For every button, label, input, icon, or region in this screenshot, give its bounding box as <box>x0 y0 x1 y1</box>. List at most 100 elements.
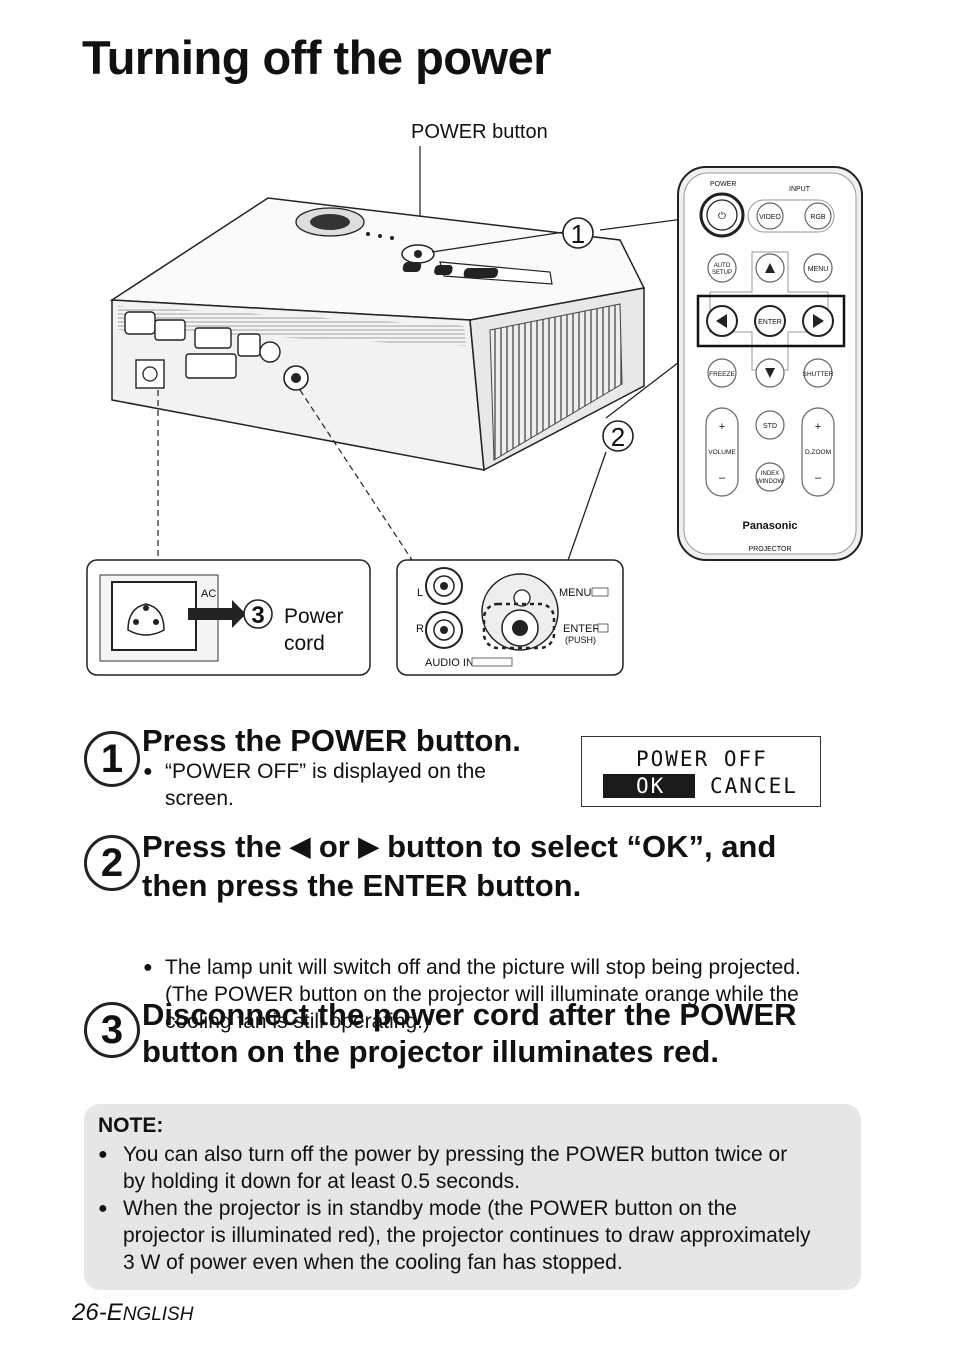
callout-3 <box>243 599 273 629</box>
down-arrow-icon <box>765 368 775 378</box>
note-item-2-line-2: projector is illuminated red), the proje… <box>123 1224 811 1247</box>
remote-index-window-button <box>755 462 785 492</box>
note-item-1: ● You can also turn off the power by pre… <box>98 1141 863 1195</box>
ac-inlet-inset: AC 3 Power cord <box>86 559 371 676</box>
remote-dzoom-rocker <box>801 407 835 497</box>
page-title: Turning off the power <box>82 31 552 84</box>
step-2-bullet-line-3: cooling fan is still operating.) <box>165 1010 430 1033</box>
svg-text:FREEZE: FREEZE <box>709 371 735 378</box>
callout-1 <box>562 217 594 249</box>
note-item-2-line-1: When the projector is in standby mode (t… <box>123 1197 737 1220</box>
remote-power-label: POWER <box>710 181 736 188</box>
remote-shutter-button <box>803 358 833 388</box>
projector-illustration <box>109 197 646 472</box>
illustration: POWER button <box>86 121 863 676</box>
osd-ok-option[interactable]: OK <box>603 774 695 798</box>
svg-text:ENTER: ENTER <box>758 319 782 326</box>
step-3-number: 3 <box>84 1002 140 1058</box>
language-initial: E <box>106 1299 123 1326</box>
enter-label: ENTER <box>563 623 600 635</box>
svg-text:VOLUME: VOLUME <box>708 449 736 456</box>
power-cord-label-2: cord <box>284 632 325 655</box>
remote-control: POWER INPUT ⏻ VIDEO RGB AUTO SETUP MENU … <box>677 166 863 561</box>
step-2-bullet: ● The lamp unit will switch off and the … <box>143 954 954 1035</box>
svg-text:–: – <box>719 472 726 484</box>
bullet-icon: ● <box>98 1146 108 1163</box>
step-1-number: 1 <box>84 731 140 787</box>
panel-inset: L R MENU ENTER (PUSH) AUDIO IN <box>396 559 624 676</box>
step-2-title-post: button to select “OK”, and <box>387 829 777 864</box>
osd-cancel-option[interactable]: CANCEL <box>710 774 798 798</box>
step-3-title: Disconnect the power cord after the POWE… <box>142 996 942 1070</box>
up-arrow-icon <box>765 263 775 273</box>
power-off-dialog: POWER OFF OK CANCEL <box>581 736 821 807</box>
plug-arrow <box>188 600 246 628</box>
note-item-2-line-3: 3 W of power even when the cooling fan h… <box>123 1251 623 1274</box>
step-1-bullet-line-1: “POWER OFF” is displayed on the <box>165 760 486 783</box>
remote-enter-button <box>754 305 786 337</box>
menu-label: MENU <box>559 587 591 599</box>
svg-text:INDEX: INDEX <box>761 471 779 477</box>
remote-std-button <box>755 410 785 440</box>
enter-highlight <box>482 602 556 650</box>
remote-video-button <box>756 202 784 230</box>
svg-text:WINDOW: WINDOW <box>757 479 784 485</box>
callout-2 <box>602 420 634 452</box>
page-number: 26- <box>72 1299 107 1326</box>
language-rest: NGLISH <box>122 1304 194 1325</box>
audio-r-label: R <box>416 623 424 635</box>
svg-text:MENU: MENU <box>808 266 829 273</box>
step-2-number: 2 <box>84 835 140 891</box>
bullet-icon: ● <box>98 1200 108 1217</box>
svg-text:STD: STD <box>763 423 777 430</box>
svg-text:SHUTTER: SHUTTER <box>803 371 834 378</box>
push-label: (PUSH) <box>565 635 596 645</box>
power-cord-label-1: Power <box>284 605 344 628</box>
note-item-2: ● When the projector is in standby mode … <box>98 1195 863 1276</box>
callout-3-label: 3 <box>251 602 264 629</box>
note-box: NOTE: ● You can also turn off the power … <box>84 1104 861 1290</box>
right-arrow-icon: ▶ <box>358 831 379 861</box>
bullet-icon: ● <box>143 959 153 976</box>
svg-text:+: + <box>719 421 725 433</box>
remote-menu-button <box>803 253 833 283</box>
audio-in-label: AUDIO IN <box>425 657 474 669</box>
step-2-bullet-line-1: The lamp unit will switch off and the pi… <box>165 956 801 979</box>
power-symbol-icon: ⏻ <box>718 211 726 222</box>
audio-l-label: L <box>417 587 423 599</box>
note-item-1-line-2: by holding it down for at least 0.5 seco… <box>123 1170 520 1193</box>
page-footer: 26-ENGLISH <box>72 1299 193 1327</box>
step-2-title-or: or <box>318 829 350 864</box>
note-item-1-line-1: You can also turn off the power by press… <box>123 1143 788 1166</box>
left-arrow-icon <box>716 314 727 328</box>
callout-1-label: 1 <box>571 219 585 249</box>
step-3-title-line-1: Disconnect the power cord after the POWE… <box>142 997 797 1032</box>
step-2-title-line-2: then press the ENTER button. <box>142 868 582 903</box>
osd-title: POWER OFF <box>636 747 768 771</box>
power-button-label: POWER button <box>411 121 548 143</box>
right-arrow-icon <box>813 314 824 328</box>
step-2-title: Press the ◀ or ▶ button to select “OK”, … <box>142 828 942 904</box>
remote-select-highlight <box>696 294 846 348</box>
left-arrow-icon: ◀ <box>290 831 311 861</box>
svg-text:VIDEO: VIDEO <box>759 214 781 221</box>
step-2-bullet-line-2: (The POWER button on the projector will … <box>165 983 799 1006</box>
ac-label: AC <box>201 588 216 600</box>
callout-2-label: 2 <box>611 422 625 452</box>
step-1-bullet-line-2: screen. <box>165 787 234 810</box>
svg-text:D.ZOOM: D.ZOOM <box>805 449 831 456</box>
brand-logo: Panasonic <box>742 520 797 532</box>
step-2-title-pre: Press the <box>142 829 282 864</box>
bullet-icon: ● <box>143 763 153 780</box>
svg-text:–: – <box>815 472 822 484</box>
step-3-title-line-2: button on the projector illuminates red. <box>142 1034 719 1069</box>
step-1-bullet: ● “POWER OFF” is displayed on the screen… <box>143 758 954 812</box>
svg-text:RGB: RGB <box>810 214 826 221</box>
svg-text:SETUP: SETUP <box>712 270 732 276</box>
remote-volume-rocker <box>705 407 739 497</box>
note-heading: NOTE: <box>98 1114 164 1137</box>
remote-freeze-button <box>707 358 737 388</box>
remote-input-label: INPUT <box>789 186 811 193</box>
step-1-title: Press the POWER button. <box>142 723 521 758</box>
remote-rgb-button <box>804 202 832 230</box>
